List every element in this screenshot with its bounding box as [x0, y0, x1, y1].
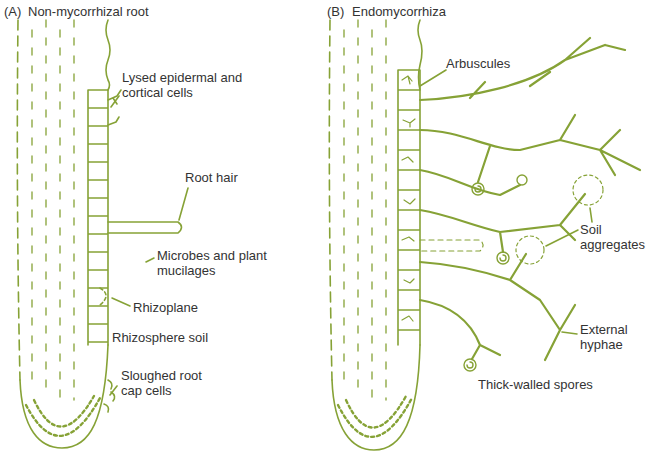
cell-column: [398, 70, 420, 345]
external-hyphae: [420, 38, 640, 360]
cap-cells: [338, 396, 412, 437]
part-label: Lysed epidermal and cortical cells: [122, 70, 247, 100]
root-boundary: [329, 20, 332, 380]
part-label: Arbuscules: [446, 56, 510, 71]
part-label: Thick-walled spores: [478, 377, 593, 392]
arbuscule: [402, 76, 415, 321]
part-label: (B): [327, 4, 344, 19]
part-label: Sloughed root cap cells: [121, 368, 221, 398]
part-label: Root hair: [185, 170, 238, 185]
part-label: Non-mycorrhizal root: [28, 4, 149, 19]
part-label: Microbes and plant mucilages: [157, 248, 267, 278]
cell-column: [88, 90, 108, 345]
part-label: Rhizoplane: [133, 300, 198, 315]
part-label: External hyphae: [580, 322, 656, 352]
root-interior: [344, 20, 386, 400]
part-label: Endomycorrhiza: [352, 4, 446, 19]
root-interior: [32, 20, 74, 400]
cap-cells: [26, 396, 100, 436]
root-cap: [332, 345, 420, 450]
soil-aggregate: [516, 236, 544, 264]
ghost-root-hair: [420, 240, 483, 251]
root-hair: [108, 222, 182, 233]
root-boundary: [17, 20, 20, 380]
root-cap: [20, 345, 108, 448]
part-label: (A): [4, 4, 21, 19]
soil-aggregate: [573, 175, 603, 205]
part-label: Rhizosphere soil: [112, 330, 208, 345]
part-label: Soil aggregates: [580, 222, 656, 252]
leader-line: [420, 70, 592, 334]
sloughed-cells: [104, 380, 115, 412]
rhizoplane-arc: [100, 288, 106, 305]
leader-line: [110, 96, 188, 395]
thick-walled-spore: [464, 175, 527, 371]
